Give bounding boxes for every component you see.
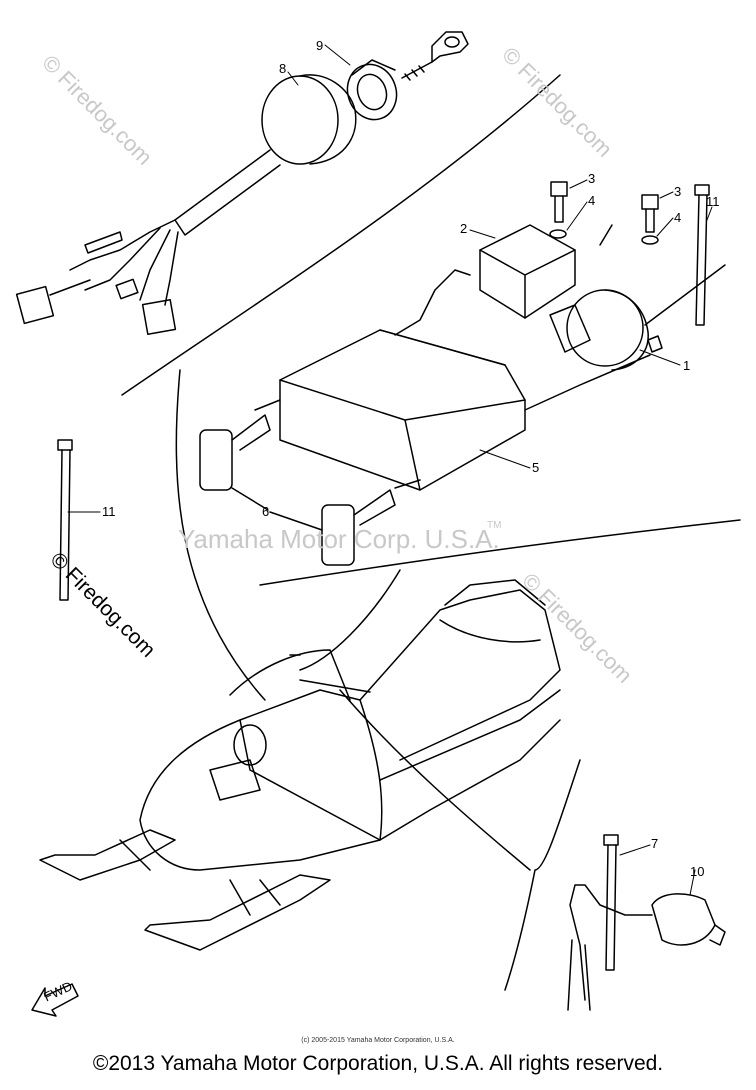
callout-10: 10 (690, 864, 704, 879)
callout-4b: 4 (674, 210, 681, 225)
cdi-unit (549, 264, 726, 371)
callout-2: 2 (460, 221, 467, 236)
callout-3b: 3 (674, 184, 681, 199)
divider-lower-right (504, 759, 581, 991)
bolt-a (550, 181, 568, 223)
callout-1: 1 (683, 358, 690, 373)
cable-tie-left (57, 439, 73, 601)
bolt-b (641, 194, 659, 233)
ignition-key (401, 31, 469, 81)
callout-4a: 4 (588, 193, 595, 208)
callout-leaders (67, 44, 713, 896)
ignition-coil (394, 224, 613, 336)
washer-b (641, 235, 659, 245)
plug-cap-upper (199, 414, 271, 491)
callout-11b: 11 (102, 504, 116, 519)
footer-copyright: ©2013 Yamaha Motor Corporation, U.S.A. A… (92, 1052, 664, 1075)
small-copyright: (c) 2005-2015 Yamaha Motor Corporation, … (301, 1037, 455, 1044)
watermark-tm: TM (487, 520, 502, 531)
callout-3a: 3 (588, 171, 595, 186)
callout-6: 6 (262, 504, 269, 519)
leader-stop-switch (339, 689, 531, 871)
callout-11a: 11 (706, 194, 720, 209)
callout-8: 8 (279, 61, 286, 76)
callout-7: 7 (651, 836, 658, 851)
fwd-arrow (31, 983, 79, 1017)
divider-upper (121, 74, 561, 396)
callout-9: 9 (316, 38, 323, 53)
leader-to-snowmobile (175, 369, 266, 701)
leader-middle (299, 569, 401, 671)
callout-5: 5 (532, 460, 539, 475)
key-switch (346, 59, 398, 121)
leader-6 (231, 487, 323, 531)
stop-switch (567, 834, 726, 1011)
watermark-center: Yamaha Motor Corp. U.S.A. (178, 524, 500, 554)
snowmobile (39, 579, 561, 951)
divider-middle (259, 519, 741, 586)
plug-cap-lower (321, 489, 396, 566)
wire-harness (254, 329, 651, 491)
washer-a (549, 229, 567, 239)
main-switch (15, 74, 357, 335)
cable-tie-right (694, 184, 710, 326)
